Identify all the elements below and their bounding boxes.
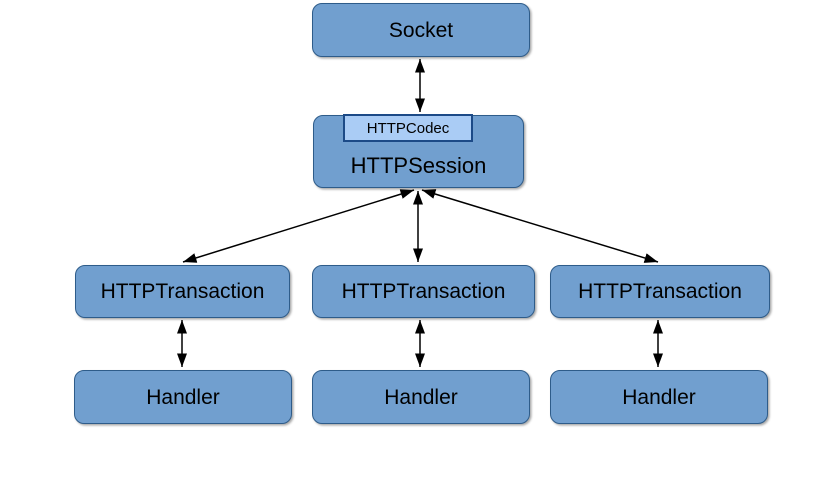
node-httptransaction-1-label: HTTPTransaction bbox=[100, 280, 265, 303]
node-handler-3: Handler bbox=[550, 370, 768, 424]
edge-session-transaction-3 bbox=[421, 189, 659, 263]
node-httptransaction-3: HTTPTransaction bbox=[550, 265, 770, 318]
node-httptransaction-1: HTTPTransaction bbox=[75, 265, 290, 318]
node-httpsession: HTTPCodec HTTPSession bbox=[313, 114, 524, 188]
node-httptransaction-2: HTTPTransaction bbox=[312, 265, 535, 318]
node-socket-label: Socket bbox=[388, 18, 454, 42]
node-httptransaction-3-label: HTTPTransaction bbox=[578, 280, 742, 303]
node-httpcodec: HTTPCodec bbox=[343, 114, 473, 142]
node-handler-1-label: Handler bbox=[146, 385, 220, 409]
node-httptransaction-2-label: HTTPTransaction bbox=[341, 280, 506, 303]
node-handler-2-label: Handler bbox=[384, 385, 458, 409]
node-handler-3-label: Handler bbox=[622, 385, 696, 409]
edge-session-transaction-1 bbox=[182, 189, 415, 263]
node-handler-1: Handler bbox=[74, 370, 292, 424]
node-socket: Socket bbox=[312, 3, 530, 57]
node-handler-2: Handler bbox=[312, 370, 530, 424]
node-httpcodec-label: HTTPCodec bbox=[366, 119, 450, 137]
node-httpsession-label: HTTPSession bbox=[350, 152, 487, 178]
